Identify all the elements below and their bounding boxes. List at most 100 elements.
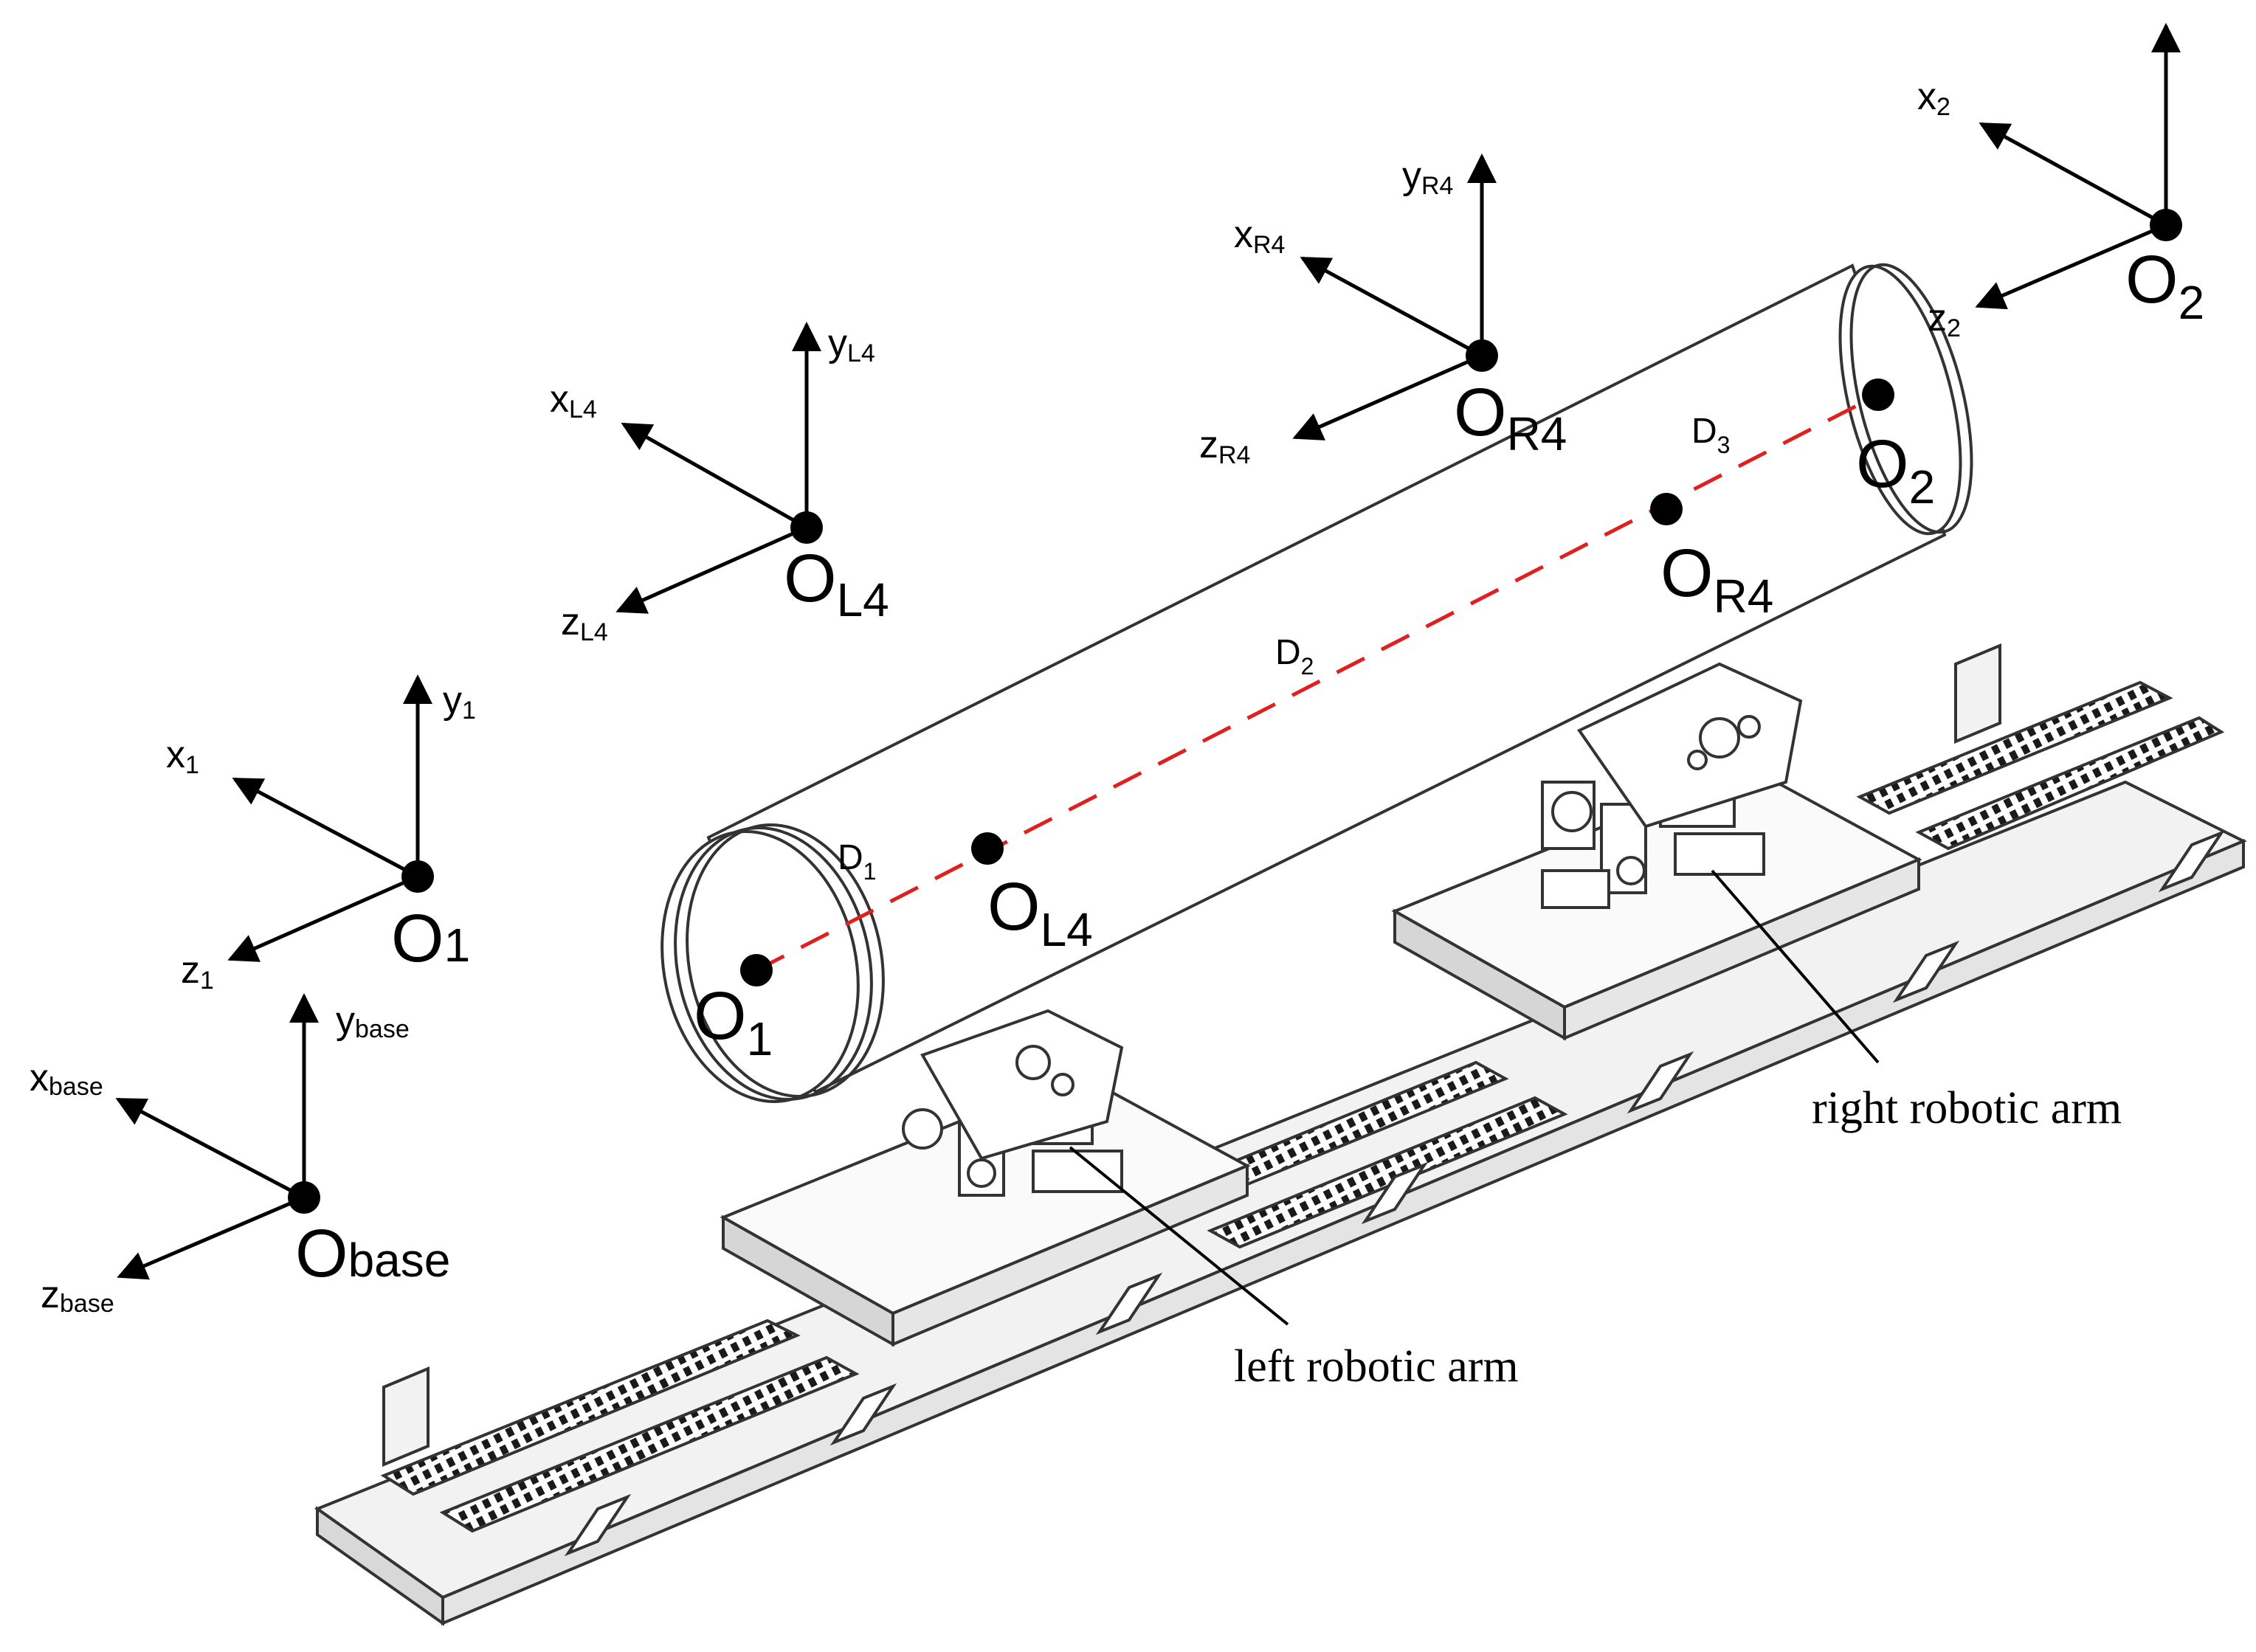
frame-r4-y-sub: R4 — [1421, 172, 1453, 200]
frame-l4-z-axis — [615, 525, 808, 614]
cylinder-point-o1-base: O — [694, 978, 747, 1054]
right-arm-mechanism — [1541, 662, 1803, 909]
frame-l4-y-sub: L4 — [847, 339, 875, 367]
machine-bed — [314, 643, 2247, 1626]
frame-1-origin-sub: 1 — [444, 919, 471, 972]
distance-label-d1: D1 — [838, 838, 876, 885]
frame-l4 — [615, 322, 821, 614]
frame-2-origin-dot — [2150, 209, 2182, 241]
frame-r4-z-sub: R4 — [1218, 441, 1250, 469]
svg-text:O1: O1 — [694, 978, 773, 1065]
svg-text:OR4: OR4 — [1660, 536, 1773, 623]
frame-r4-z-base: z — [1199, 424, 1218, 466]
distance-d3-sub: 3 — [1717, 432, 1731, 458]
distance-label-d2: D2 — [1275, 633, 1314, 680]
frame-r4-z-label: zR4 — [1199, 424, 1250, 469]
gear-rack-5 — [1856, 680, 2173, 815]
frame-base-z-axis — [117, 1195, 305, 1280]
frame-2-z-base: z — [1928, 297, 1947, 339]
frame-r4-x-base: x — [1234, 213, 1253, 256]
cylinder-near-end-rim-2 — [686, 823, 885, 1098]
frame-r4-y-label: yR4 — [1402, 154, 1453, 200]
frame-1-y-label: y1 — [443, 679, 476, 725]
frame-r4-origin-sub: R4 — [1507, 407, 1567, 460]
right-arm-leader-line — [1711, 869, 1880, 1064]
frame-1-z-label: z1 — [181, 949, 214, 995]
frame-2-x-base: x — [1917, 75, 1936, 118]
right-carriage-side — [1393, 908, 1566, 1041]
cylinder-point-ol4-base: O — [987, 869, 1041, 944]
left-carriage-side — [722, 1214, 894, 1347]
frame-base-x-label: xbase — [30, 1057, 103, 1101]
cylinder-point-ol4: OL4 — [971, 832, 1093, 956]
frame-base-x-base: x — [30, 1057, 49, 1099]
distance-d2-sub: 2 — [1301, 653, 1314, 680]
frame-base-y-label: ybase — [336, 999, 410, 1043]
cylinder-far-end-rim — [1849, 263, 1973, 534]
frame-2-z-axis — [1975, 223, 2167, 310]
gear-rack-4 — [1207, 1096, 1568, 1249]
frame-r4-origin-dot — [1466, 339, 1498, 372]
cylinder-point-or4-base: O — [1660, 536, 1714, 611]
frame-1 — [227, 674, 432, 962]
frame-1-x-sub: 1 — [185, 751, 199, 779]
end-support-right — [1954, 643, 2001, 744]
frame-l4-origin-dot — [790, 511, 823, 544]
cylinder-point-or4-dot — [1650, 493, 1683, 525]
frame-2-z-label: z2 — [1928, 297, 1961, 342]
gear-rack-6 — [1915, 716, 2225, 851]
frame-l4-z-label: zL4 — [561, 601, 608, 646]
frame-r4-origin-base: O — [1454, 375, 1507, 450]
frame-r4-x-sub: R4 — [1253, 231, 1285, 259]
frame-1-x-base: x — [166, 733, 185, 776]
frame-1-x-axis — [232, 777, 419, 879]
frame-base-origin-sub: base — [348, 1234, 451, 1287]
frame-l4-y-base: y — [828, 322, 847, 364]
cylinder-point-o2-dot — [1862, 379, 1894, 411]
frame-1-origin-label: O1 — [391, 901, 470, 976]
cylinder-point-o1-dot — [740, 954, 773, 986]
frame-r4-y-base: y — [1402, 154, 1421, 197]
frame-r4-x-label: xR4 — [1234, 213, 1285, 259]
frame-base — [115, 993, 319, 1280]
frame-1-y-sub: 1 — [462, 697, 476, 725]
cylinder-point-o1: O1 — [694, 954, 773, 1065]
frame-1-origin-base: O — [391, 901, 444, 976]
distance-d1-base: D — [838, 838, 863, 877]
frame-base-y-base: y — [336, 999, 355, 1042]
cylinder-point-o1-sub: 1 — [747, 1012, 773, 1065]
end-support-left — [382, 1366, 430, 1467]
frame-2-origin-base: O — [2125, 242, 2179, 317]
frame-base-origin-dot — [288, 1181, 320, 1214]
frame-base-x-sub: base — [49, 1073, 103, 1101]
frame-2-x-axis — [1979, 122, 2167, 227]
frame-r4-z-axis — [1292, 353, 1483, 440]
left-arm-callout: left robotic arm — [1234, 1341, 1519, 1392]
frame-2-x-sub: 2 — [1936, 93, 1950, 121]
frame-l4-x-label: xL4 — [550, 378, 597, 424]
distance-d3-base: D — [1691, 412, 1717, 451]
frame-base-z-sub: base — [60, 1290, 114, 1318]
frame-l4-z-base: z — [561, 601, 580, 643]
cylinder-point-ol4-sub: L4 — [1041, 903, 1093, 956]
gear-rack-1 — [380, 1319, 801, 1496]
cylinder-point-ol4-dot — [971, 832, 1004, 865]
frame-1-z-sub: 1 — [200, 967, 214, 995]
frame-2-origin-sub: 2 — [2179, 276, 2205, 329]
frame-2-z-sub: 2 — [1947, 314, 1961, 342]
cylinder-point-o2-base: O — [1856, 426, 1909, 502]
right-arm-callout: right robotic arm — [1812, 1083, 2122, 1133]
frame-base-origin-label: Obase — [295, 1216, 450, 1291]
frame-l4-z-sub: L4 — [580, 618, 608, 646]
frame-l4-x-base: x — [550, 378, 569, 421]
svg-text:O2: O2 — [1856, 426, 1935, 514]
frame-base-z-label: zbase — [41, 1273, 114, 1318]
frame-2-origin-label: O2 — [2125, 242, 2204, 329]
cylinder-axis-dashed-line — [755, 393, 1880, 972]
left-arm-leader-line — [1069, 1146, 1289, 1326]
frame-base-x-axis — [115, 1097, 306, 1200]
cylinder-point-o2-sub: 2 — [1909, 460, 1936, 514]
frame-1-z-base: z — [181, 949, 200, 992]
